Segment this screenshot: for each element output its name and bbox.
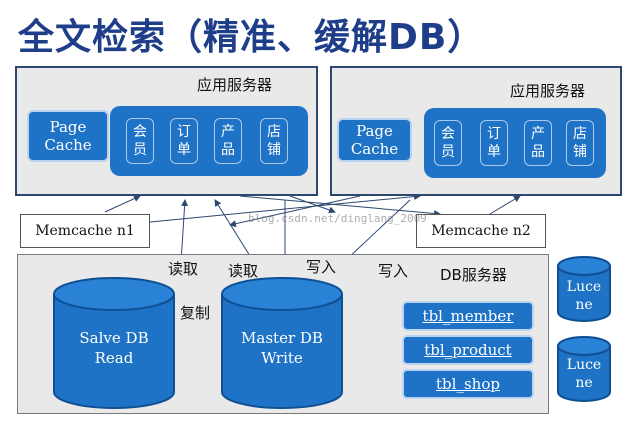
edge-label-replicate: 复制 [180,304,211,322]
edge-server2-to-server1 [229,195,361,228]
edge-label-read: 读取 [228,262,259,280]
service-product: 产品 [214,118,242,164]
app-server-label: 应用服务器 [510,82,586,100]
service-shop: 店铺 [260,118,288,164]
service-shop: 店铺 [566,120,594,166]
service-order: 订单 [170,118,198,164]
diagram-title: 全文检索（精准、缓解DB） [18,17,485,58]
watermark-text: blog.csdn.net/dinglang_2009 [248,212,427,225]
service-group: 会员 订单 产品 店铺 [424,108,606,178]
memcache-n2: Memcache n2 [416,214,546,248]
table-member: tbl_member [402,301,534,331]
service-member: 会员 [434,120,462,166]
service-group: 会员 订单 产品 店铺 [110,106,308,176]
master-db-cylinder [221,277,343,409]
edge-server1-to-server2 [289,195,336,214]
service-product: 产品 [524,120,552,166]
edge-server2-memcache2 [489,195,521,215]
lucene-cylinder-1 [557,256,611,322]
app-server-label: 应用服务器 [197,76,273,94]
service-member: 会员 [126,118,154,164]
db-server-label: DB服务器 [440,266,507,284]
edge-label-read: 读取 [168,260,199,278]
service-order: 订单 [480,120,508,166]
edge-server1-memcache2 [239,195,441,217]
table-product: tbl_product [402,335,534,365]
edge-memcache1-server1 [104,195,141,213]
slave-db-cylinder [53,277,175,409]
memcache-n1: Memcache n1 [20,214,150,248]
table-shop: tbl_shop [402,369,534,399]
edge-label-write: 写入 [306,258,337,276]
lucene-cylinder-2 [557,336,611,402]
edge-label-write: 写入 [378,262,409,280]
